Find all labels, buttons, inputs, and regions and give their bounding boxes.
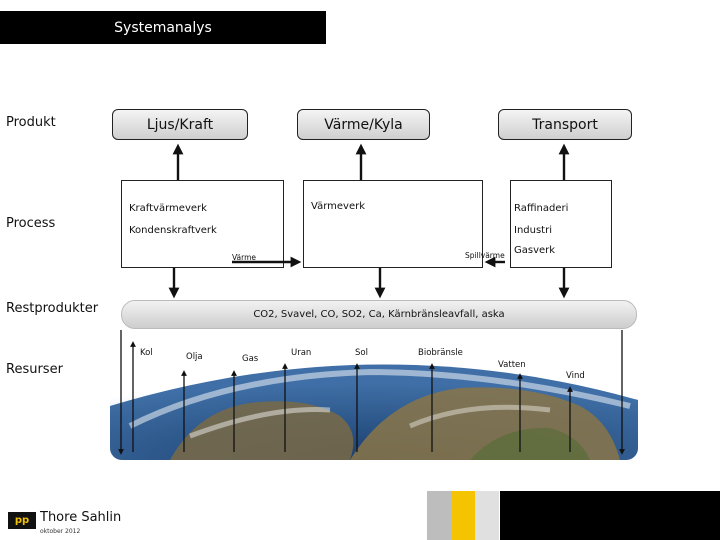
row-label-restprodukter: Restprodukter — [6, 301, 99, 316]
row-label-resurser: Resurser — [6, 362, 63, 377]
process-kraftvarmeverk: Kraftvärmeverk — [129, 203, 207, 214]
process-box-varmeverk — [303, 180, 483, 268]
process-box-kraft — [121, 180, 284, 268]
resource-olja: Olja — [186, 352, 203, 362]
product-ljus-kraft: Ljus/Kraft — [112, 109, 248, 140]
restprodukter-bar: CO2, Svavel, CO, SO2, Ca, Kärnbränsleavf… — [121, 300, 637, 329]
resource-vind: Vind — [566, 371, 585, 381]
decor-black-block — [500, 491, 720, 540]
process-box-transport — [510, 180, 612, 268]
process-raffinaderi: Raffinaderi — [514, 203, 569, 214]
product-transport-label: Transport — [532, 116, 598, 133]
resource-gas: Gas — [242, 354, 259, 364]
product-transport: Transport — [498, 109, 632, 140]
process-varmeverk: Värmeverk — [311, 201, 365, 212]
resource-sol: Sol — [355, 348, 368, 358]
resource-kol: Kol — [140, 348, 153, 358]
product-varme-kyla-label: Värme/Kyla — [324, 116, 403, 133]
row-label-process: Process — [6, 216, 56, 231]
process-kondenskraftverk: Kondenskraftverk — [129, 225, 217, 236]
decor-gray-square — [427, 491, 451, 540]
process-industri: Industri — [514, 225, 552, 236]
row-label-produkt: Produkt — [6, 115, 56, 130]
decor-lightgray-square — [475, 491, 499, 540]
resource-vatten: Vatten — [498, 360, 526, 370]
logo-mark: pp — [8, 512, 36, 529]
product-varme-kyla: Värme/Kyla — [297, 109, 430, 140]
title-bar: Systemanalys — [0, 11, 326, 44]
author-date: oktober 2012 — [40, 528, 81, 535]
flow-label-spillvarme: Spillvärme — [465, 251, 505, 260]
decor-yellow-square — [451, 491, 475, 540]
flow-label-varme: Värme — [232, 253, 257, 262]
author-name: Thore Sahlin — [40, 510, 122, 525]
resource-uran: Uran — [291, 348, 312, 358]
process-gasverk: Gasverk — [514, 245, 556, 256]
diagram-title: Systemanalys — [114, 19, 212, 36]
restprodukter-text: CO2, Svavel, CO, SO2, Ca, Kärnbränsleavf… — [253, 309, 505, 320]
resource-biobransle: Biobränsle — [418, 348, 463, 358]
product-ljus-kraft-label: Ljus/Kraft — [146, 116, 214, 133]
earth-image — [110, 336, 638, 460]
logo-mark-text: pp — [14, 515, 30, 526]
